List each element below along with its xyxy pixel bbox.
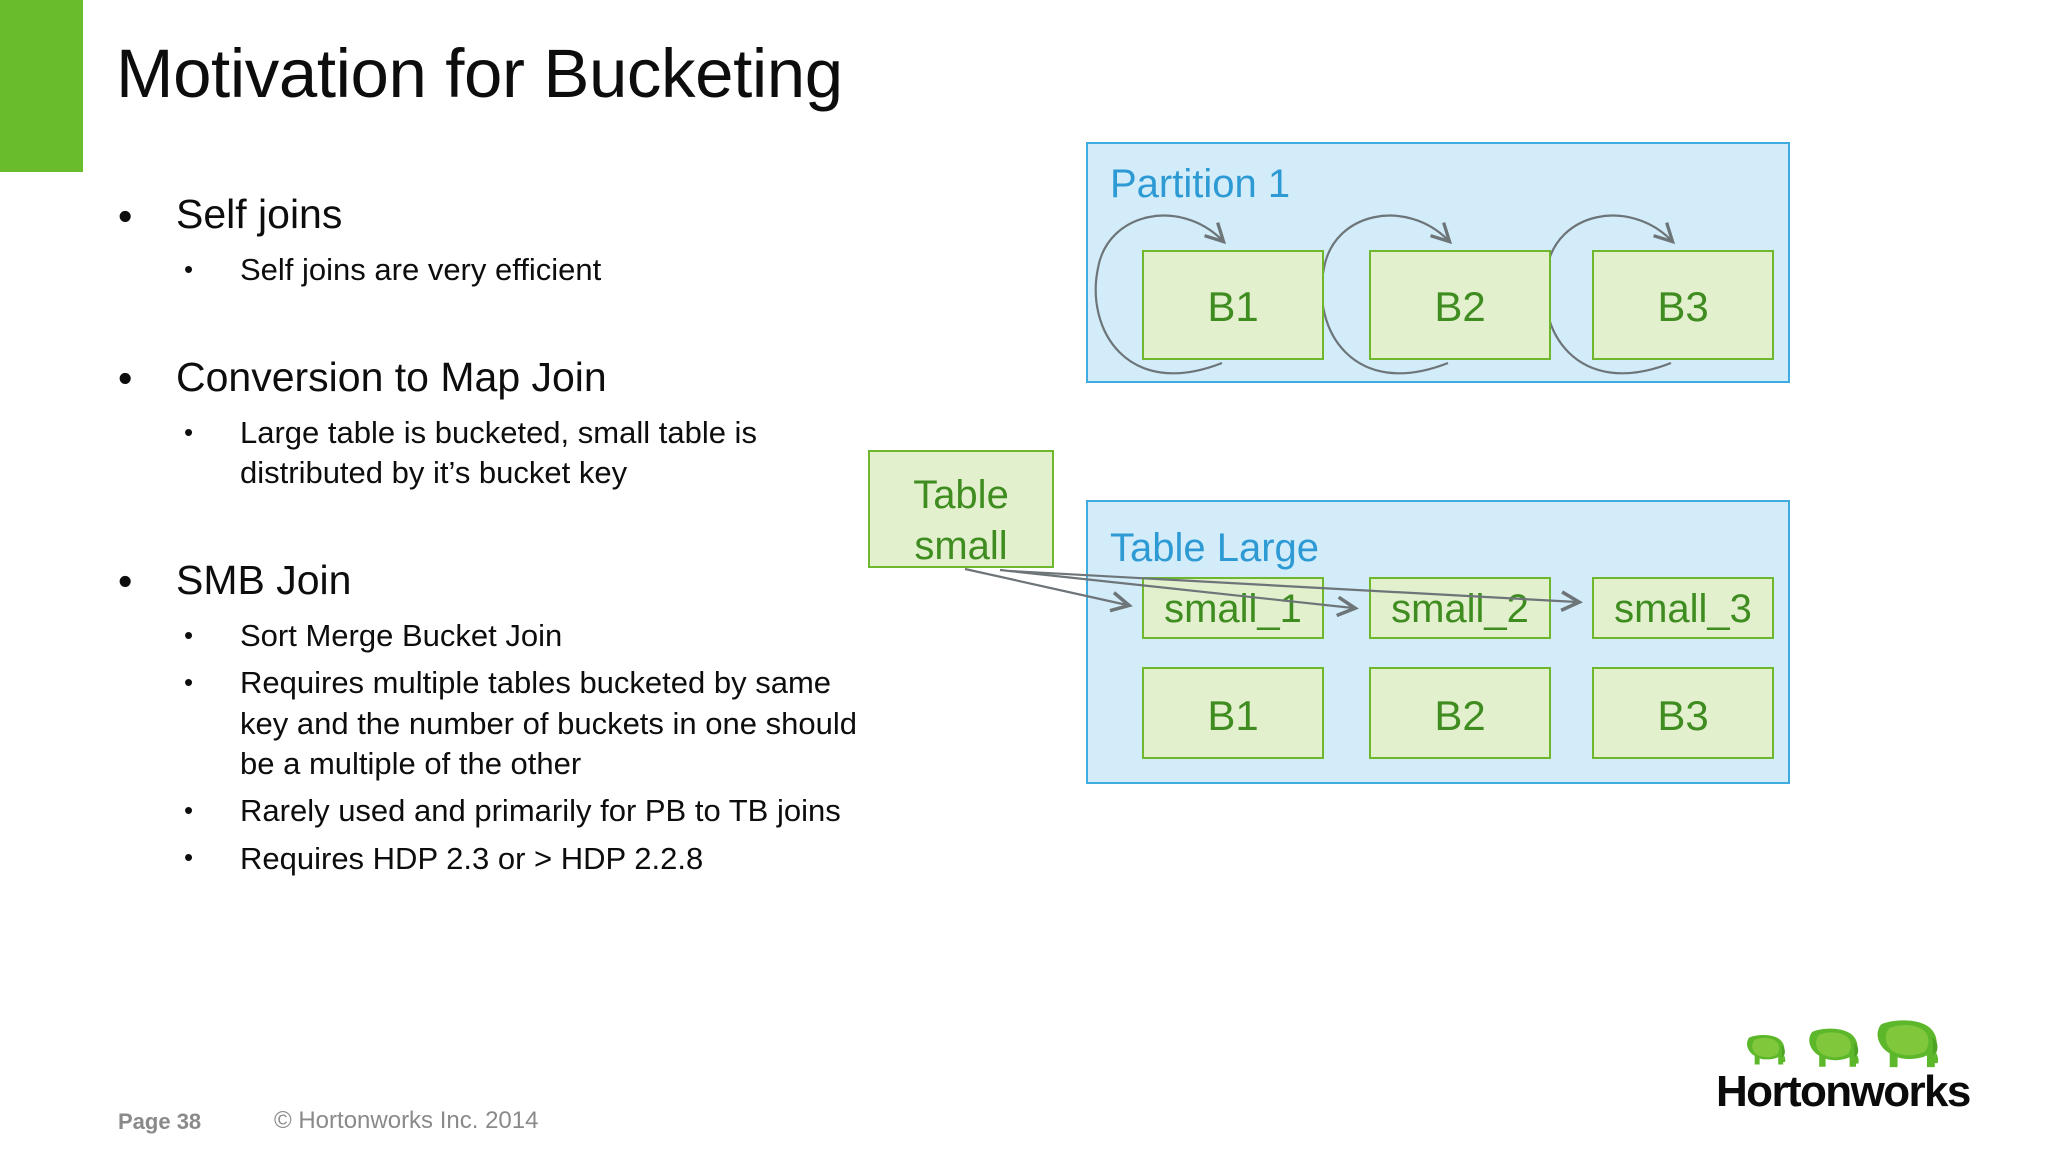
- bullet-dot-icon: •: [118, 192, 133, 239]
- subbullet-dot-icon: •: [184, 666, 194, 697]
- small-box-3: small_3: [1592, 577, 1774, 639]
- bullet-level2-continuation: distributed by it’s bucket key: [100, 453, 980, 493]
- green-accent-bar: [0, 0, 83, 172]
- bucket-box-b2-partition: B2: [1369, 250, 1551, 360]
- bullet-level2: • Requires multiple tables bucketed by s…: [100, 663, 980, 703]
- bucket-label: B2: [1434, 692, 1486, 739]
- table-small-box: Table small: [868, 450, 1054, 568]
- bullet-level2-continuation: key and the number of buckets in one sho…: [100, 704, 980, 744]
- bullet-level2-label: Sort Merge Bucket Join: [240, 618, 563, 654]
- bullet-level2: • Self joins are very efficient: [100, 250, 980, 290]
- bullet-level2-label: Self joins are very efficient: [240, 252, 602, 288]
- bucket-label: B1: [1207, 283, 1259, 330]
- elephant-medium-icon: [1809, 1028, 1859, 1067]
- subbullet-dot-icon: •: [184, 794, 194, 825]
- elephant-large-icon: [1877, 1020, 1939, 1068]
- bullet-level2-label: be a multiple of the other: [240, 745, 582, 781]
- bullet-dot-icon: •: [118, 355, 133, 402]
- bucket-label: B3: [1657, 283, 1709, 330]
- bucket-box-b2-large: B2: [1369, 667, 1551, 759]
- copyright-text: © Hortonworks Inc. 2014: [274, 1107, 539, 1134]
- bullet-level1: • SMB Join: [100, 556, 980, 605]
- bullet-sublist: • Self joins are very efficient: [100, 250, 980, 290]
- page-number: Page 38: [118, 1109, 202, 1134]
- bullet-group-self-joins: • Self joins • Self joins are very effic…: [100, 190, 980, 291]
- bullet-level2: • Requires HDP 2.3 or > HDP 2.2.8: [100, 839, 980, 879]
- bucket-box-b3-large: B3: [1592, 667, 1774, 759]
- bullet-level2-label: Large table is bucketed, small table is: [240, 415, 757, 451]
- bucket-box-b3-partition: B3: [1592, 250, 1774, 360]
- bucket-label: B1: [1207, 692, 1259, 739]
- partition-panel-label: Partition 1: [1110, 162, 1291, 206]
- bullet-level2-label: Requires multiple tables bucketed by sam…: [240, 665, 832, 701]
- bullet-list: • Self joins • Self joins are very effic…: [100, 190, 980, 905]
- bullet-level1-label: Conversion to Map Join: [176, 353, 607, 400]
- elephant-small-icon: [1746, 1034, 1786, 1065]
- bullet-level1-label: Self joins: [176, 191, 343, 237]
- bucket-box-b1-large: B1: [1142, 667, 1324, 759]
- arrow-small-to-small1: [964, 567, 1133, 613]
- bullet-level2-label: Requires HDP 2.3 or > HDP 2.2.8: [240, 840, 704, 876]
- bullet-level1: • Conversion to Map Join: [100, 353, 980, 402]
- table-small-label-line2: small: [914, 524, 1008, 568]
- bucket-box-b1-partition: B1: [1142, 250, 1324, 360]
- table-large-panel-label: Table Large: [1110, 526, 1320, 570]
- subbullet-dot-icon: •: [184, 416, 194, 447]
- table-small-label-line1: Table: [913, 473, 1009, 517]
- bullet-level2: • Large table is bucketed, small table i…: [100, 413, 980, 453]
- bullet-sublist: • Sort Merge Bucket Join • Requires mult…: [100, 616, 980, 879]
- self-loop-b1: [1094, 214, 1227, 375]
- bullet-level2-label: distributed by it’s bucket key: [240, 455, 628, 491]
- page-title: Motivation for Bucketing: [116, 35, 843, 112]
- bucket-label: B3: [1657, 692, 1709, 739]
- bullet-level1: • Self joins: [100, 190, 980, 239]
- hortonworks-wordmark: Hortonworks: [1716, 1067, 1971, 1116]
- bullet-level1-label: SMB Join: [176, 556, 352, 603]
- bullet-dot-icon: •: [118, 558, 133, 605]
- elephants-icon: [1746, 1020, 1939, 1068]
- bullet-sublist: • Large table is bucketed, small table i…: [100, 413, 980, 494]
- bullet-level2-label: key and the number of buckets in one sho…: [240, 705, 857, 741]
- bullet-level2-continuation: be a multiple of the other: [100, 744, 980, 784]
- small-box-label: small_3: [1614, 587, 1752, 631]
- bullet-level2-label: Rarely used and primarily for PB to TB j…: [240, 793, 841, 829]
- bullet-level2: • Sort Merge Bucket Join: [100, 616, 980, 656]
- bucket-label: B2: [1434, 283, 1486, 330]
- arrow-small-to-small3: [1009, 569, 1583, 612]
- bullet-level2: • Rarely used and primarily for PB to TB…: [100, 791, 980, 831]
- subbullet-dot-icon: •: [184, 619, 194, 650]
- arrow-small-to-small2: [999, 568, 1359, 618]
- bullet-group-map-join: • Conversion to Map Join • Large table i…: [100, 353, 980, 494]
- bullet-group-smb-join: • SMB Join • Sort Merge Bucket Join • Re…: [100, 556, 980, 879]
- subbullet-dot-icon: •: [184, 253, 194, 284]
- hortonworks-logo: Hortonworks: [1716, 1020, 1971, 1114]
- subbullet-dot-icon: •: [184, 842, 194, 873]
